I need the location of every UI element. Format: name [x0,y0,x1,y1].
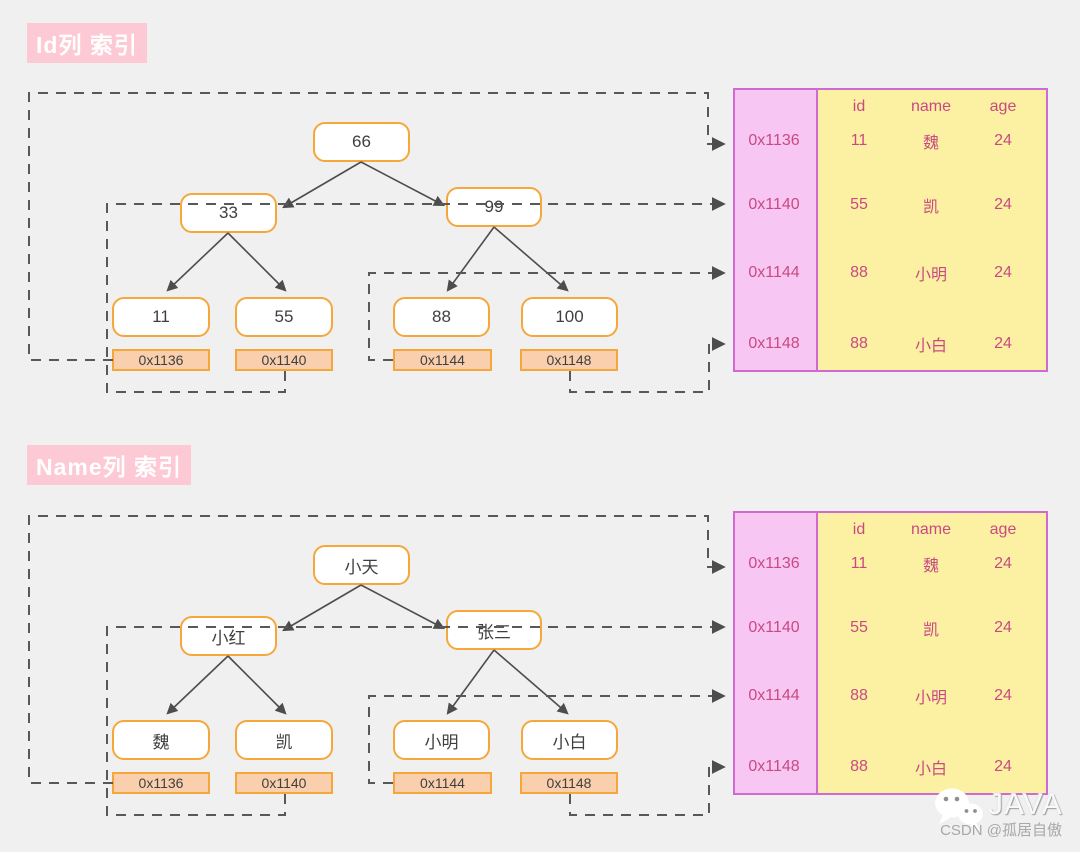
id-tree-leaf-node: 55 [235,297,333,337]
id-record-table: 0x1136 0x1140 0x1144 0x1148 id name age … [733,88,1048,372]
table-cell-age: 24 [994,196,1012,213]
table-address-cell: 0x1136 [748,555,800,572]
table-header-name: name [910,98,952,115]
edge-left-to-leaf1 [227,655,287,715]
table-cell-id: 55 [850,196,868,213]
name-address-chip: 0x1140 [235,772,333,794]
table-cell-age: 24 [994,132,1012,149]
table-header-id: id [852,98,866,115]
name-address-chip: 0x1144 [393,772,492,794]
table-cell-age: 24 [994,619,1012,636]
table-cell-name: 魏 [922,135,940,152]
address-column [735,513,818,793]
table-header-age: age [989,521,1017,538]
address-column [735,90,818,370]
edge-root-to-right [360,161,445,207]
name-address-chip: 0x1136 [112,772,210,794]
table-address-cell: 0x1140 [748,619,800,636]
table-cell-id: 55 [850,619,868,636]
table-address-cell: 0x1140 [748,196,800,213]
table-header-id: id [852,521,866,538]
edge-right-to-leaf2 [446,649,495,715]
table-cell-name: 小明 [914,690,948,707]
table-cell-id: 88 [850,758,868,775]
name-tree-right-node: 张三 [446,610,542,650]
name-record-table: 0x1136 0x1140 0x1144 0x1148 id name age … [733,511,1048,795]
name-tree-leaf-node: 小明 [393,720,490,760]
id-address-chip: 0x1148 [520,349,618,371]
name-tree-leaf-node: 魏 [112,720,210,760]
table-header-age: age [989,98,1017,115]
table-cell-id: 11 [850,555,868,572]
table-cell-id: 88 [850,687,868,704]
table-cell-name: 小白 [914,761,948,778]
table-cell-name: 小白 [914,338,948,355]
table-cell-age: 24 [994,335,1012,352]
id-tree-left-node: 33 [180,193,277,233]
id-address-chip: 0x1144 [393,349,492,371]
table-cell-id: 88 [850,264,868,281]
id-tree-root-node: 66 [313,122,410,162]
csdn-credit: CSDN @孤居自傲 [940,822,1062,839]
table-cell-name: 小明 [914,267,948,284]
table-address-cell: 0x1136 [748,132,800,149]
edge-left-to-leaf0 [166,655,229,715]
table-address-cell: 0x1144 [748,264,800,281]
edge-right-to-leaf3 [493,226,569,292]
table-cell-age: 24 [994,758,1012,775]
edge-right-to-leaf3 [493,649,569,715]
table-address-cell: 0x1148 [748,758,800,775]
edge-root-to-left [282,584,362,632]
id-tree-leaf-node: 88 [393,297,490,337]
table-cell-id: 88 [850,335,868,352]
id-address-chip: 0x1136 [112,349,210,371]
name-address-chip: 0x1148 [520,772,618,794]
edge-left-to-leaf1 [227,232,287,292]
table-header-name: name [910,521,952,538]
table-address-cell: 0x1148 [748,335,800,352]
edge-left-to-leaf0 [166,232,229,292]
table-cell-age: 24 [994,687,1012,704]
name-tree-root-node: 小天 [313,545,410,585]
name-tree-leaf-node: 凯 [235,720,333,760]
id-index-section-title: Id列 索引 [27,23,147,63]
edge-right-to-leaf2 [446,226,495,292]
id-tree-right-node: 99 [446,187,542,227]
table-cell-name: 魏 [922,558,940,575]
table-cell-id: 11 [850,132,868,149]
wechat-icon [935,788,983,830]
name-index-section-title: Name列 索引 [27,445,192,485]
edge-root-to-right [360,584,445,630]
id-tree-leaf-node: 11 [112,297,210,337]
table-cell-age: 24 [994,555,1012,572]
name-tree-leaf-node: 小白 [521,720,618,760]
edge-root-to-left [282,161,362,209]
id-tree-leaf-node: 100 [521,297,618,337]
table-cell-name: 凯 [922,622,940,639]
table-cell-age: 24 [994,264,1012,281]
table-address-cell: 0x1144 [748,687,800,704]
name-tree-left-node: 小红 [180,616,277,656]
table-cell-name: 凯 [922,199,940,216]
id-address-chip: 0x1140 [235,349,333,371]
brand-watermark: JAVA [988,788,1063,821]
